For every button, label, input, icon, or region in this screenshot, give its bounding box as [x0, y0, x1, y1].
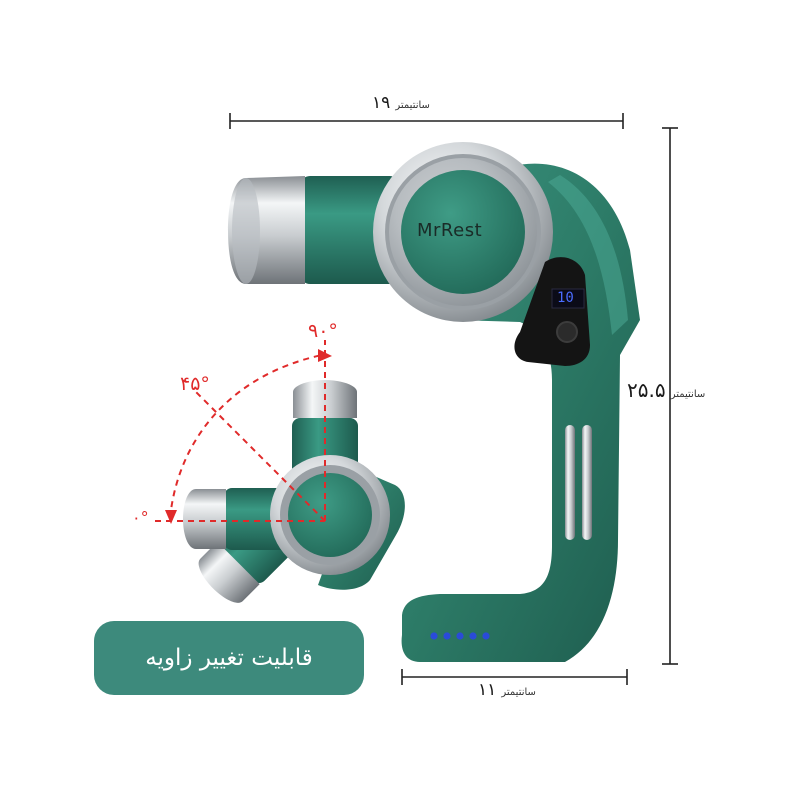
angle-adjustment-diagram [155, 340, 405, 603]
feature-badge: قابلیت تغییر زاویه [94, 621, 364, 695]
height-value: ۲۵.۵ [627, 378, 666, 402]
battery-led [456, 632, 464, 640]
angle-0-label: ۰° [132, 508, 149, 527]
main-massage-gun [228, 142, 640, 662]
battery-led [430, 632, 438, 640]
battery-led [482, 632, 490, 640]
feature-label: قابلیت تغییر زاویه [145, 645, 313, 671]
base-unit: سانتیمتر [501, 687, 536, 698]
angle-90-label: ۹۰° [308, 320, 338, 342]
battery-led [443, 632, 451, 640]
angle-45-label: ۴۵° [180, 373, 210, 395]
height-unit: سانتیمتر [670, 389, 706, 400]
height-dimension-line [662, 127, 678, 665]
height-label: سانتیمتر ۲۵.۵ [627, 378, 705, 402]
base-value: ۱۱ [478, 680, 497, 700]
width-label: سانتیمتر ۱۹ [372, 93, 430, 113]
main-cap [401, 170, 525, 294]
main-barrel [300, 176, 400, 284]
brand-logo: MrRest [417, 220, 483, 241]
digital-display [551, 288, 585, 309]
width-dimension-line [229, 113, 624, 129]
width-unit: سانتیمتر [395, 100, 430, 111]
display-value: 10 [557, 290, 574, 306]
power-button-icon[interactable] [556, 321, 578, 343]
width-value: ۱۹ [372, 93, 391, 113]
battery-led [469, 632, 477, 640]
base-dimension-line [401, 669, 628, 685]
grip-strip-left [565, 425, 575, 540]
base-label: سانتیمتر ۱۱ [478, 680, 536, 700]
grip-strip-right [582, 425, 592, 540]
battery-indicator [430, 632, 490, 640]
angle-guide-lines [155, 340, 326, 522]
